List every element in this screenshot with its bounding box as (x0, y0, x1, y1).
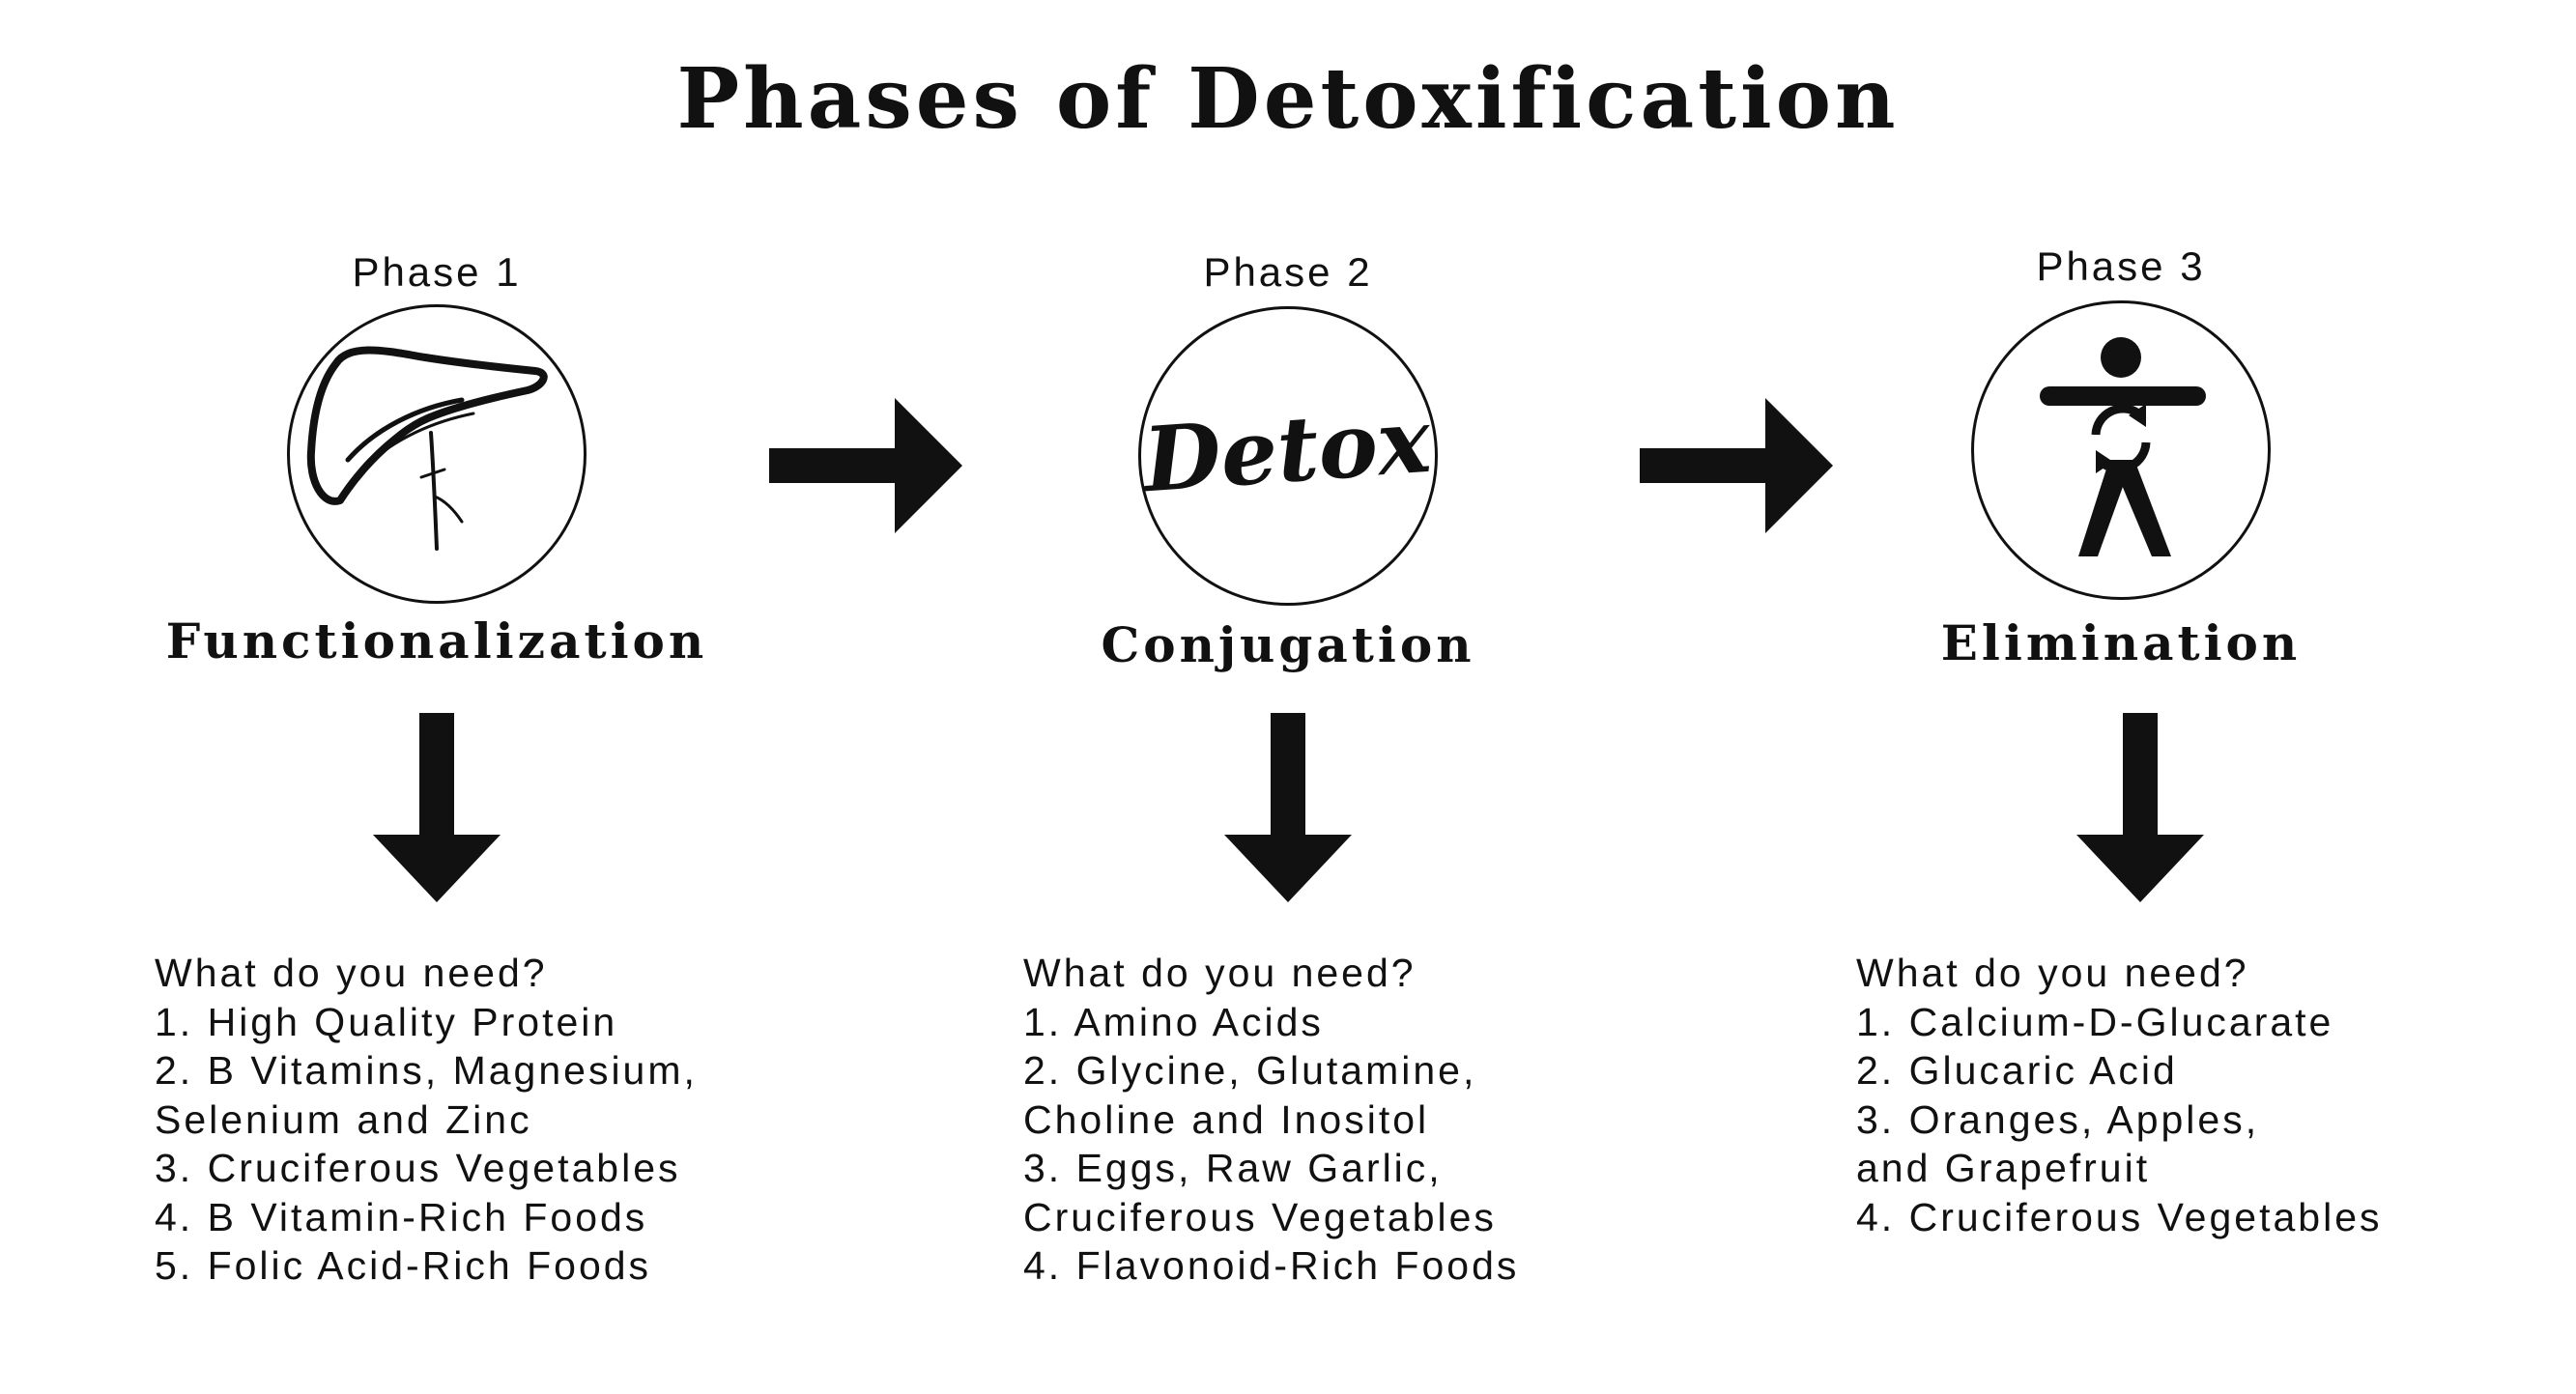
list-item: 4. Flavonoid-Rich Foods (1023, 1243, 1520, 1288)
list-item: 1. Calcium-D-Glucarate (1856, 999, 2334, 1044)
needs-list: What do you need? 1. Calcium-D-Glucarate… (1856, 949, 2383, 1241)
list-item: 5. Folic Acid-Rich Foods (155, 1243, 652, 1288)
list-item: and Grapefruit (1856, 1146, 2151, 1190)
list-item: 2. B Vitamins, Magnesium, (155, 1048, 698, 1093)
phase-label: Phase 2 (1203, 249, 1373, 295)
list-item: 3. Cruciferous Vegetables (155, 1146, 681, 1190)
phase-2: Phase 2 Detox Conjugation What do you ne… (805, 0, 1771, 1394)
page-title: Phases of Detoxification (676, 50, 1900, 148)
phase-label: Phase 3 (2036, 243, 2206, 289)
needs-list: What do you need? 1. Amino Acids 2. Glyc… (1023, 949, 1519, 1291)
right-arrow-icon (769, 398, 962, 533)
phase-1: Phase 1 Functionalization What do you ne… (0, 0, 920, 1394)
phase-name: Functionalization (165, 612, 708, 669)
detox-script-text: Detox (1141, 388, 1435, 513)
list-item: Selenium and Zinc (155, 1096, 532, 1142)
phase-name: Elimination (1940, 614, 2302, 671)
right-arrow-icon (1640, 398, 1833, 533)
body-recycle-icon (2040, 337, 2206, 556)
list-item: 1. Amino Acids (1023, 999, 1324, 1044)
list-item: Choline and Inositol (1023, 1096, 1430, 1142)
list-item: 4. Cruciferous Vegetables (1856, 1194, 2383, 1239)
list-item: 3. Eggs, Raw Garlic, (1023, 1146, 1443, 1190)
needs-heading: What do you need? (1856, 951, 2249, 995)
needs-list: What do you need? 1. High Quality Protei… (155, 949, 698, 1291)
liver-icon-circle (287, 304, 587, 604)
phase-name: Conjugation (1101, 616, 1475, 673)
liver-icon (306, 346, 548, 551)
list-item: 4. B Vitamin-Rich Foods (155, 1194, 648, 1239)
detox-icon-circle: Detox (1138, 306, 1438, 606)
list-item: 3. Oranges, Apples, (1856, 1096, 2260, 1142)
down-arrow-icon (2076, 713, 2204, 902)
list-item: 2. Glucaric Acid (1856, 1048, 2178, 1093)
needs-heading: What do you need? (1023, 951, 1417, 995)
down-arrow-icon (373, 713, 501, 902)
detox-script-icon: Detox (1141, 388, 1435, 513)
phase-3: Phase 3 Elimination What do you need? 1.… (1638, 0, 2576, 1394)
list-item: 2. Glycine, Glutamine, (1023, 1048, 1477, 1093)
list-item: 1. High Quality Protein (155, 999, 618, 1044)
phase-label: Phase 1 (352, 249, 522, 295)
needs-heading: What do you need? (155, 951, 548, 995)
down-arrow-icon (1224, 713, 1352, 902)
body-icon-circle (1971, 300, 2271, 600)
list-item: Cruciferous Vegetables (1023, 1194, 1497, 1239)
